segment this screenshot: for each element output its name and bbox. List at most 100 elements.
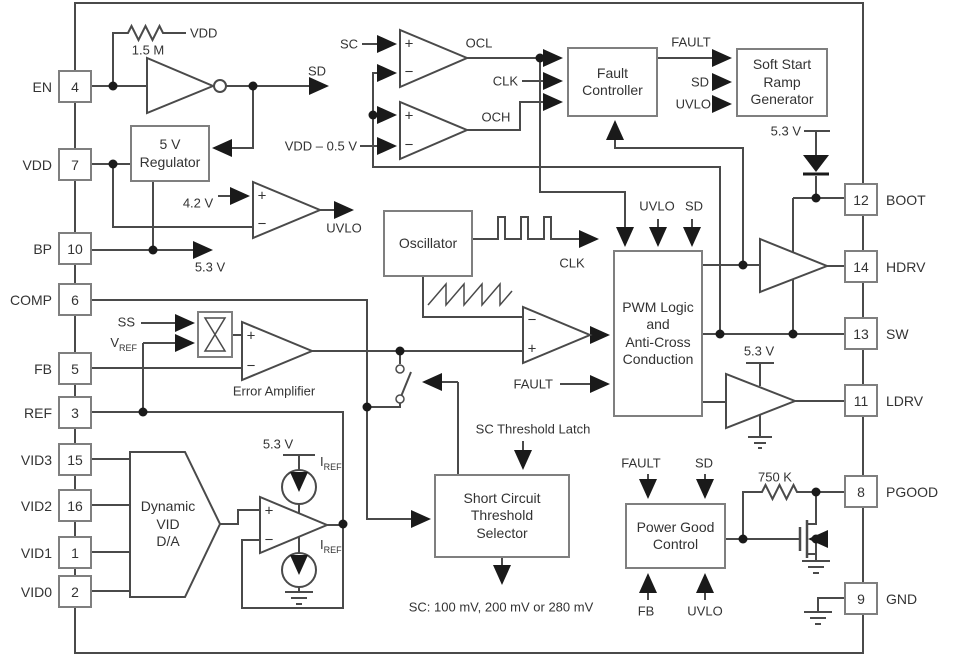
pin-box-bp: 10 [58, 232, 92, 265]
ldrv-driver [725, 372, 798, 430]
pgood-nmos [798, 492, 828, 561]
pin-box-vdd: 7 [58, 148, 92, 181]
pin-box-ldrv: 11 [844, 384, 878, 417]
label-53v-ldrv: 5.3 V [743, 343, 775, 359]
label-och: OCH [481, 109, 511, 125]
reference-buffer [259, 495, 330, 555]
label-sd-top: SD [307, 63, 327, 79]
ea-plus: + [246, 327, 256, 345]
bowtie-icon [203, 317, 227, 352]
label-fault-fc: FAULT [671, 34, 711, 50]
label-fault-pwm: FAULT [513, 376, 554, 392]
switch-arm [399, 371, 412, 400]
label-sd-pwm: SD [684, 198, 704, 214]
och-minus: − [404, 136, 414, 154]
pin-box-boot: 12 [844, 183, 878, 216]
label-clk-fc: CLK [492, 73, 518, 89]
pin-box-comp: 6 [58, 283, 92, 316]
pwm-comparator [522, 305, 593, 365]
sawtooth-waveform [427, 281, 513, 308]
pin-box-sw: 13 [844, 317, 878, 350]
pin-name-vid3: VID3 [20, 452, 52, 468]
pin-name-boot: BOOT [886, 192, 926, 208]
block-power-good: Power Good Control [625, 503, 726, 569]
label-iref-top: IREF [320, 454, 342, 472]
hdrv-driver [759, 237, 830, 294]
pin-box-hdrv: 14 [844, 250, 878, 283]
label-ocl: OCL [465, 35, 493, 51]
block-pwm-logic: PWM Logic and Anti-Cross Conduction [613, 250, 703, 417]
uvlo-plus: + [257, 187, 267, 205]
pin-box-gnd: 9 [844, 582, 878, 615]
pin-box-vid1: 1 [58, 536, 92, 569]
label-clk-osc: CLK [559, 255, 585, 271]
label-750k: 750 K [758, 469, 792, 485]
label-error-amplifier: Error Amplifier [232, 383, 316, 399]
och-comparator [399, 100, 470, 161]
bootstrap-diode-icon [803, 155, 829, 172]
pin-name-hdrv: HDRV [886, 259, 926, 275]
label-53v-iref: 5.3 V [262, 436, 294, 452]
pin-box-pgood: 8 [844, 475, 878, 508]
label-sd-fc: SD [690, 74, 709, 90]
pin-name-ldrv: LDRV [886, 393, 924, 409]
pwm-plus: + [527, 340, 537, 358]
error-amplifier-triangle [241, 320, 315, 382]
pin-name-gnd: GND [886, 591, 918, 607]
pin-box-fb: 5 [58, 352, 92, 385]
clock-waveform [473, 216, 599, 248]
buf-plus: + [264, 502, 274, 520]
label-uvlo-fc: UVLO [675, 96, 711, 112]
enable-inverter [146, 56, 216, 115]
label-sc: SC [339, 36, 358, 52]
pin-name-vid2: VID2 [20, 498, 52, 514]
junction-dots [108, 53, 821, 544]
label-1p5m: 1.5 M [131, 42, 165, 58]
pin-name-pgood: PGOOD [886, 484, 939, 500]
label-vdd: VDD [190, 25, 218, 41]
label-uvlo-out: UVLO [326, 220, 362, 236]
pin-box-vid0: 2 [58, 575, 92, 608]
pin-name-ref: REF [24, 405, 52, 421]
label-sd-pg: SD [694, 455, 714, 471]
inverter-bubble-icon [213, 79, 227, 93]
pin-box-vid3: 15 [58, 443, 92, 476]
pin-name-vid1: VID1 [20, 545, 52, 561]
uvlo-minus: − [257, 215, 267, 233]
block-short-circuit-selector: Short Circuit Threshold Selector [434, 474, 570, 558]
label-vref: VREF [110, 335, 137, 353]
pin-name-sw: SW [886, 326, 909, 342]
buf-minus: − [264, 531, 274, 549]
uvlo-comparator [252, 180, 323, 240]
pullup-resistor [112, 23, 186, 86]
switch-contact [395, 364, 405, 374]
pin-box-ref: 3 [58, 396, 92, 429]
ea-minus: − [246, 357, 256, 375]
label-42v: 4.2 V [182, 195, 214, 211]
pin-box-en: 4 [58, 70, 92, 103]
label-vdd-minus: VDD – 0.5 V [284, 138, 357, 154]
label-uvlo-pwm: UVLO [639, 198, 675, 214]
switch-contact [395, 394, 405, 404]
block-5v-regulator: 5 V Regulator [130, 125, 210, 182]
block-vid-dac: Dynamic VID D/A [140, 498, 196, 550]
block-soft-start: Soft Start Ramp Generator [736, 48, 828, 117]
pgood-resistor [742, 482, 844, 539]
block-oscillator: Oscillator [383, 210, 473, 277]
pin-name-vdd: VDD [22, 157, 52, 173]
och-plus: + [404, 107, 414, 125]
pin-name-fb: FB [34, 361, 52, 377]
pin-name-vid0: VID0 [20, 584, 52, 600]
label-53v-boot: 5.3 V [770, 123, 801, 139]
ocl-comparator [399, 28, 470, 89]
label-fb-pg: FB [637, 603, 655, 619]
ocl-minus: − [404, 63, 414, 81]
pin-name-en: EN [32, 79, 52, 95]
label-sc-values: SC: 100 mV, 200 mV or 280 mV [408, 599, 594, 615]
pwm-minus: − [527, 311, 537, 329]
block-fault-controller: Fault Controller [567, 47, 658, 117]
label-53v-bp: 5.3 V [194, 259, 226, 275]
label-uvlo-pg: UVLO [687, 603, 723, 619]
